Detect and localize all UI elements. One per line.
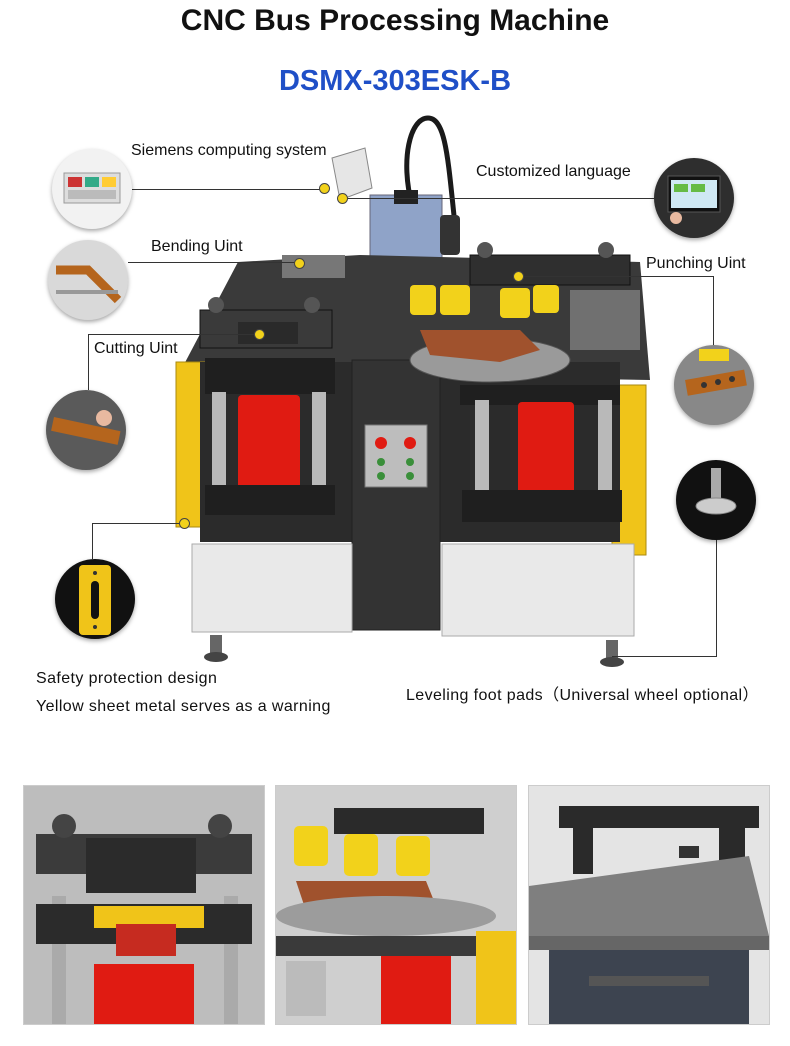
callout-line-cutting xyxy=(88,334,260,335)
thumb-language-screen xyxy=(654,158,734,238)
callout-line-safety xyxy=(92,523,184,524)
callout-dot-safety xyxy=(179,518,190,529)
callout-dot-siemens xyxy=(319,183,330,194)
label-leveling: Leveling foot pads（Universal wheel optio… xyxy=(406,687,759,704)
label-safety-title: Safety protection design xyxy=(36,670,218,687)
callout-line-cutting-v xyxy=(88,334,89,390)
callout-line-leveling xyxy=(612,656,717,657)
callout-dot-language xyxy=(337,193,348,204)
callout-dot-punching xyxy=(513,271,524,282)
label-safety-desc: Yellow sheet metal serves as a warning xyxy=(36,698,331,715)
thumb-siemens-screen xyxy=(52,149,132,229)
label-siemens: Siemens computing system xyxy=(131,142,327,159)
label-bending: Bending Uint xyxy=(151,238,243,255)
thumb-leveling-foot xyxy=(676,460,756,540)
callout-dot-cutting xyxy=(254,329,265,340)
callout-line-leveling-v xyxy=(716,538,717,656)
callout-line-language xyxy=(342,198,654,199)
thumb-safety xyxy=(55,559,135,639)
label-punching: Punching Uint xyxy=(646,255,746,272)
page-title: CNC Bus Processing Machine xyxy=(180,4,610,37)
label-cutting: Cutting Uint xyxy=(94,340,178,357)
callout-line-safety-v xyxy=(92,523,93,559)
machine-illustration xyxy=(175,115,650,667)
thumb-punching xyxy=(674,345,754,425)
model-number: DSMX-303ESK-B xyxy=(278,65,512,97)
callout-line-bending xyxy=(128,262,298,263)
callout-line-punching xyxy=(518,276,714,277)
photo-punching-unit xyxy=(275,785,517,1025)
photo-cutting-unit xyxy=(23,785,265,1025)
callout-dot-bending xyxy=(294,258,305,269)
callout-line-punching-v xyxy=(713,276,714,348)
photo-bending-unit xyxy=(528,785,770,1025)
thumb-cutting xyxy=(46,390,126,470)
callout-line-siemens xyxy=(132,189,328,190)
label-language: Customized language xyxy=(476,163,631,180)
thumb-bending xyxy=(48,240,128,320)
